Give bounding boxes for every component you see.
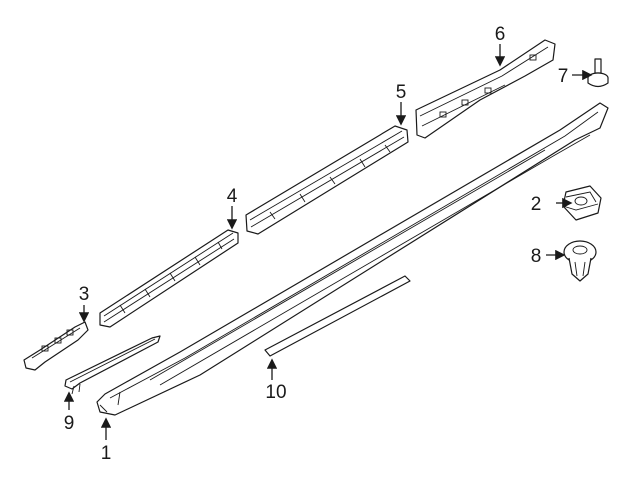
part-5-retainer-strip <box>245 125 409 235</box>
callout-8: 8 <box>531 246 542 267</box>
part-8-push-clip <box>563 240 597 282</box>
part-3-bracket <box>23 321 89 371</box>
callout-7: 7 <box>558 66 569 87</box>
part-1-rocker-molding <box>96 102 609 416</box>
callout-3: 3 <box>79 284 90 305</box>
part-4-retainer-strip <box>99 229 239 328</box>
callout-5: 5 <box>396 82 407 103</box>
callout-1: 1 <box>101 443 112 464</box>
part-6-retainer-bracket <box>415 39 556 139</box>
callout-10: 10 <box>265 382 286 403</box>
callout-4: 4 <box>227 186 238 207</box>
callout-2: 2 <box>531 194 542 215</box>
part-10-tape-strip <box>264 275 411 357</box>
part-7-screw <box>587 58 609 88</box>
callout-9: 9 <box>64 413 75 434</box>
callout-6: 6 <box>495 24 506 45</box>
part-2-clip-nut <box>562 185 602 221</box>
